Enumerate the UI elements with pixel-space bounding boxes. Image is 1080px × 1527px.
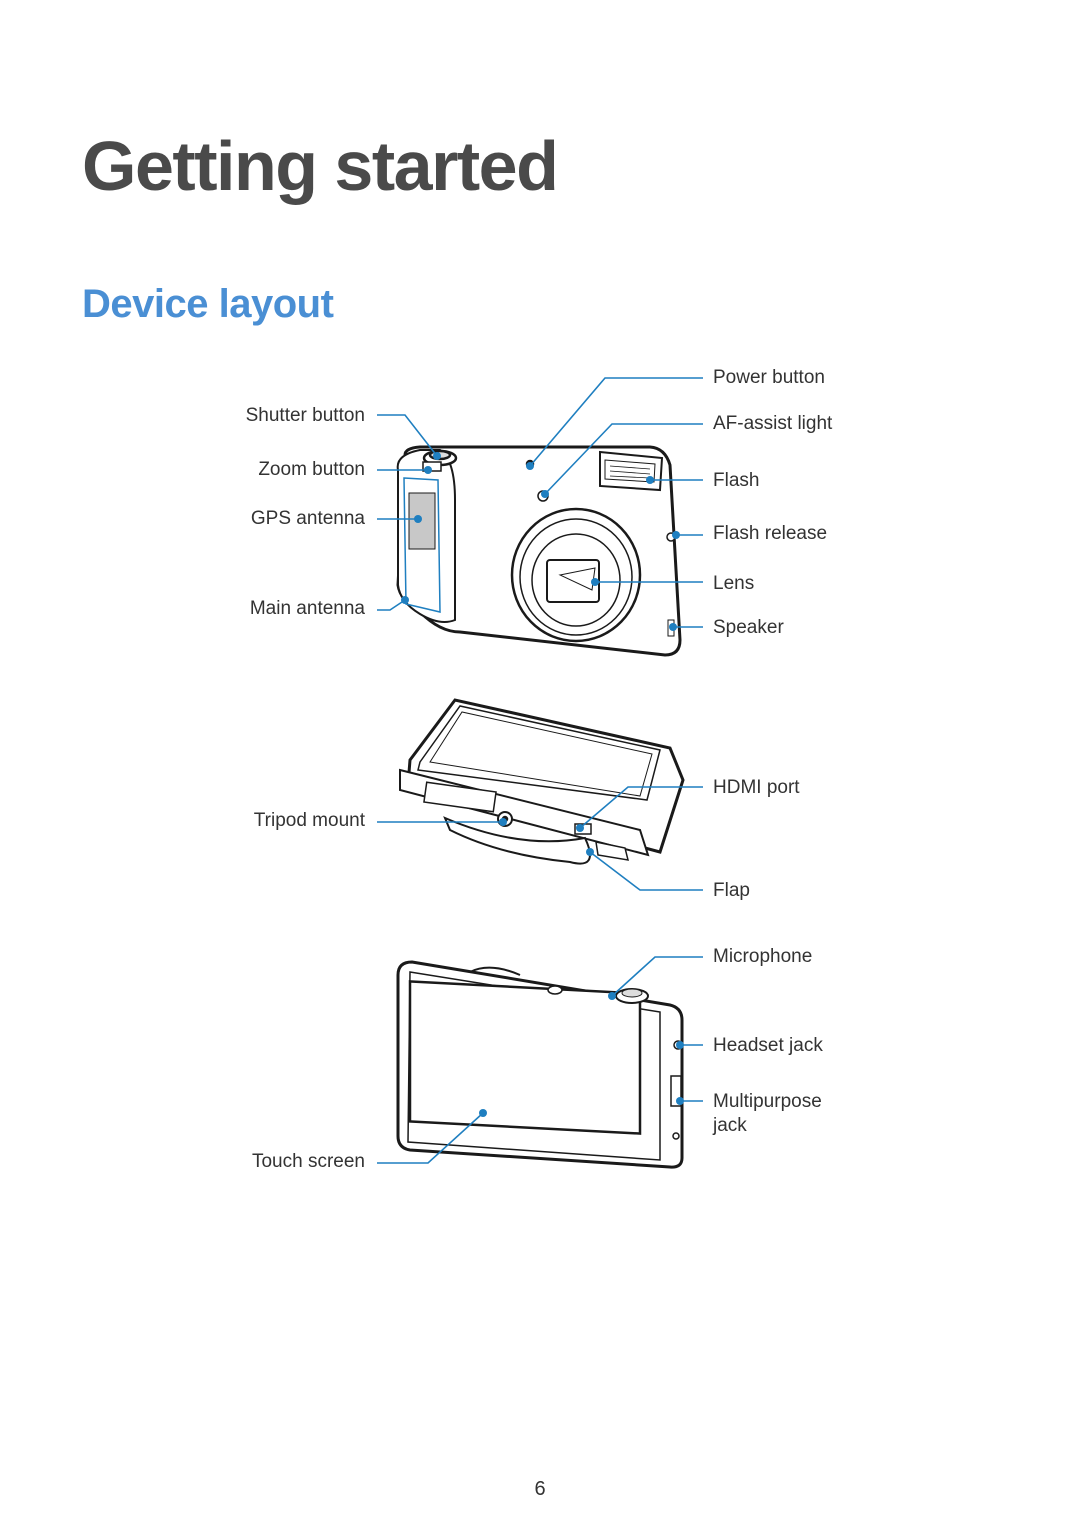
- section-title: Device layout: [82, 282, 334, 326]
- label-af-assist-light: AF-assist light: [713, 413, 833, 434]
- callout-dots: [401, 452, 684, 1117]
- label-power-button: Power button: [713, 367, 825, 388]
- label-tripod-mount: Tripod mount: [253, 810, 365, 831]
- label-touch-screen: Touch screen: [251, 1151, 365, 1172]
- label-flap: Flap: [713, 880, 750, 901]
- label-flash: Flash: [713, 470, 760, 491]
- camera-back-illustration: [396, 960, 684, 1169]
- label-main-antenna: Main antenna: [249, 598, 365, 619]
- camera-bottom-illustration: [399, 698, 685, 865]
- label-multipurpose-jack: Multipurpose jack: [713, 1090, 822, 1138]
- label-microphone: Microphone: [713, 946, 813, 967]
- label-zoom-button: Zoom button: [258, 459, 365, 480]
- label-headset-jack: Headset jack: [713, 1035, 823, 1056]
- label-flash-release: Flash release: [713, 523, 828, 544]
- page-number: 6: [534, 1478, 546, 1500]
- label-hdmi-port: HDMI port: [713, 777, 800, 798]
- label-multipurpose-jack-line2: jack: [713, 1115, 747, 1136]
- label-shutter-button: Shutter button: [245, 405, 365, 426]
- label-gps-antenna: GPS antenna: [250, 508, 365, 529]
- label-lens: Lens: [713, 573, 755, 594]
- camera-front-illustration: [396, 445, 682, 657]
- label-multipurpose-jack-line1: Multipurpose: [713, 1091, 822, 1112]
- page-title: Getting started: [82, 127, 559, 205]
- label-speaker: Speaker: [713, 617, 784, 638]
